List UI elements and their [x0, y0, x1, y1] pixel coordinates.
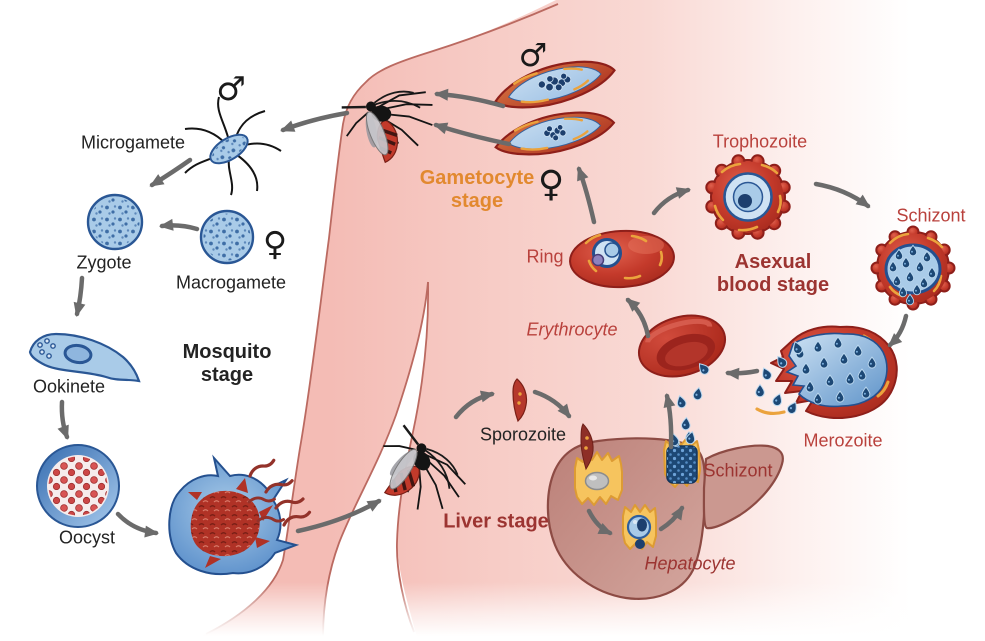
arrow-trophozoite-to-schizont	[813, 181, 871, 209]
ring-stage-cell	[569, 229, 675, 289]
label-blood-schizont: Schizont	[896, 205, 966, 226]
label-sporozoite: Sporozoite	[479, 424, 567, 445]
microgamete-cell	[184, 96, 282, 196]
arrow-microgamete-to-zygote	[149, 157, 193, 188]
label-asexual-blood-stage-line1: Asexual	[734, 251, 812, 273]
arrow-oocyst-to-burst	[115, 511, 159, 538]
arrow-ring-to-gametocyte	[576, 166, 597, 225]
hepatocyte-infected-1	[574, 423, 623, 506]
label-merozoite: Merozoite	[803, 430, 883, 451]
arrow-hepatocyte1-to-hepatocyte2	[586, 508, 613, 536]
label-mosquito-stage-line2: stage	[200, 364, 254, 386]
oocyst-cell	[36, 444, 120, 528]
arrow-ring-to-trophozoite	[651, 187, 691, 216]
arrow-burst-to-mosquito	[295, 498, 382, 534]
label-gametocyte-stage-line2: stage	[450, 190, 504, 212]
label-mosquito-stage: Mosquito stage	[183, 341, 272, 387]
arrow-sporozoite-to-liver	[532, 389, 572, 419]
label-macrogamete: Macrogamete	[175, 272, 287, 293]
label-gametocyte-stage: Gametocyte stage	[420, 167, 535, 213]
label-oocyst: Oocyst	[58, 527, 116, 548]
blood-schizont-cell	[870, 225, 956, 311]
flow-arrows	[57, 88, 909, 538]
label-liver-stage: Liver stage	[443, 510, 549, 533]
label-zygote: Zygote	[76, 252, 132, 273]
trophozoite-cell	[705, 154, 791, 240]
arrow-mosquito-to-microgamete	[280, 110, 350, 133]
male-gametocyte-cell	[493, 60, 616, 109]
label-ring: Ring	[526, 246, 564, 267]
label-ookinete: Ookinete	[32, 376, 106, 397]
arrow-liver-schizont-to-blood	[663, 393, 676, 450]
bottom-fade	[0, 582, 985, 641]
arm-inner-outline	[322, 281, 429, 639]
arrow-macrogamete-to-zygote	[159, 218, 200, 232]
label-gametocyte-stage-line1: Gametocyte	[419, 167, 535, 189]
erythrocyte-cell	[637, 314, 727, 378]
label-asexual-blood-stage-line2: blood stage	[716, 274, 830, 296]
label-asexual-blood-stage: Asexual blood stage	[717, 251, 829, 297]
bursting-oocyst	[168, 454, 313, 576]
male-symbol-microgamete: ♂	[216, 69, 246, 108]
label-microgamete: Microgamete	[80, 132, 186, 153]
ookinete-cell	[28, 332, 141, 383]
macrogamete-cell	[199, 209, 255, 265]
female-symbol-macrogamete: ♀	[263, 224, 287, 263]
arrow-hepatocyte2-to-liver-schizont	[658, 505, 685, 532]
free-sporozoite	[512, 378, 528, 423]
label-mosquito-stage-line1: Mosquito	[182, 341, 272, 363]
label-hepatocyte: Hepatocyte	[644, 553, 736, 574]
body-outline	[205, 3, 559, 635]
sporozoite-entering-hepatocyte	[580, 423, 594, 471]
female-gametocyte-cell	[494, 111, 616, 156]
liver-schizont-cell	[663, 431, 701, 488]
liver-right-lobe	[702, 444, 784, 530]
armpit-gap	[323, 282, 429, 641]
male-symbol-gametocyte: ♂	[519, 36, 548, 74]
label-erythrocyte: Erythrocyte	[526, 319, 618, 340]
arrow-female-gametocyte-to-mosquito	[433, 122, 512, 147]
arrow-mosquito-to-sporozoite	[453, 390, 495, 420]
arrow-schizont-to-merozoite	[887, 313, 909, 348]
arrow-ookinete-to-oocyst	[57, 399, 70, 440]
zygote-cell	[86, 193, 144, 251]
hepatocyte-infected-2	[622, 504, 657, 550]
arrow-erythrocyte-to-ring	[625, 297, 651, 339]
arrow-merozoite-to-erythrocyte	[725, 367, 760, 380]
arrow-zygote-to-ookinete	[73, 275, 86, 317]
female-symbol-gametocyte: ♀	[538, 164, 564, 205]
label-liver-schizont: Schizont	[703, 460, 773, 481]
label-trophozoite: Trophozoite	[712, 131, 808, 152]
arrow-male-gametocyte-to-mosquito	[434, 88, 506, 109]
